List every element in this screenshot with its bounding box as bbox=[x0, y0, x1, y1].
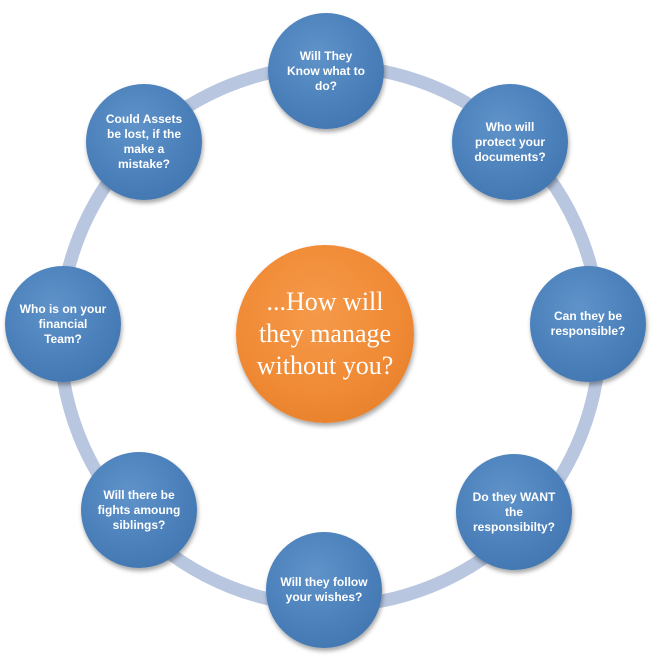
node-want-responsibility: Do they WANT the responsibilty? bbox=[456, 454, 572, 570]
node-follow-wishes: Will they follow your wishes? bbox=[266, 532, 382, 648]
node-be-responsible: Can they be responsible? bbox=[530, 266, 646, 382]
node-label: Do they WANT the responsibilty? bbox=[472, 489, 556, 534]
node-label: Will they follow your wishes? bbox=[280, 575, 368, 604]
node-know-what-to-do: Will They Know what to do? bbox=[268, 13, 384, 129]
node-label: Can they be responsible? bbox=[550, 309, 626, 338]
node-protect-documents: Who will protect your documents? bbox=[452, 84, 568, 200]
center-circle: ...How will they manage without you? bbox=[236, 245, 414, 423]
node-label: Could Assets be lost, if the make a mist… bbox=[105, 112, 183, 171]
node-fights-siblings: Will there be fights amoung siblings? bbox=[81, 452, 197, 568]
node-label: Who will protect your documents? bbox=[474, 119, 546, 164]
node-label: Will there be fights amoung siblings? bbox=[97, 487, 181, 532]
center-text: ...How will they manage without you? bbox=[256, 287, 394, 380]
node-assets-lost: Could Assets be lost, if the make a mist… bbox=[86, 84, 202, 200]
node-financial-team: Who is on your financial Team? bbox=[5, 266, 121, 382]
node-label: Will They Know what to do? bbox=[287, 48, 365, 93]
node-label: Who is on your financial Team? bbox=[19, 301, 107, 346]
